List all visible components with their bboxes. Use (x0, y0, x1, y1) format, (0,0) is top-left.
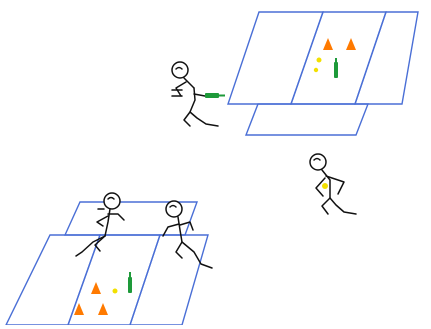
ball-icon (113, 289, 118, 294)
ball-icon (322, 183, 328, 189)
bottle-cap-icon (219, 95, 225, 97)
top-right-items (314, 38, 356, 78)
stick-figure-head (166, 201, 182, 217)
court-top-right-right-panel (355, 12, 418, 104)
stick-figure-leg (176, 242, 182, 258)
cone-icon (346, 38, 356, 50)
stick-figure-arm (180, 222, 193, 230)
court-bottom-left (6, 202, 208, 325)
court-top-right-middle-panel (291, 12, 386, 104)
stick-figure-arm (97, 216, 108, 226)
stick-figure-arm (163, 224, 179, 236)
stick-figure-leg (322, 198, 330, 214)
bottom-left-items (74, 272, 132, 315)
stick-figure-leg (184, 112, 190, 126)
stick-figure-torso (105, 209, 110, 236)
stick-figure-leg (190, 112, 218, 126)
cone-icon (91, 282, 101, 294)
stick-figure-leg (330, 198, 356, 214)
bottle-cap-icon (129, 272, 131, 277)
cone-icon (323, 38, 333, 50)
stick-figure-head (310, 154, 326, 170)
stick-figure-torso (178, 217, 182, 242)
bottle-icon (334, 62, 338, 78)
stick-figure-arm (176, 82, 186, 96)
stick-figure-arm (108, 214, 124, 220)
stick-figure-leg (76, 236, 105, 256)
court-top-right-foreground-panel (246, 104, 368, 135)
ball-icon (314, 68, 318, 72)
bottle-icon (128, 277, 132, 293)
bottle-cap-icon (335, 58, 337, 62)
stick-figure-head (172, 62, 188, 78)
court-top-right-left-panel (228, 12, 323, 104)
stick-figure-leg (182, 242, 212, 268)
court-bottom-left-right-panel (130, 235, 208, 325)
bottle-icon (205, 93, 219, 98)
ball-icon (317, 58, 322, 63)
stick-figure-standing-icon (310, 154, 356, 214)
cone-icon (98, 303, 108, 315)
stick-figure-torso (190, 88, 195, 112)
court-top-right (228, 12, 418, 135)
stick-figure-head (104, 193, 120, 209)
